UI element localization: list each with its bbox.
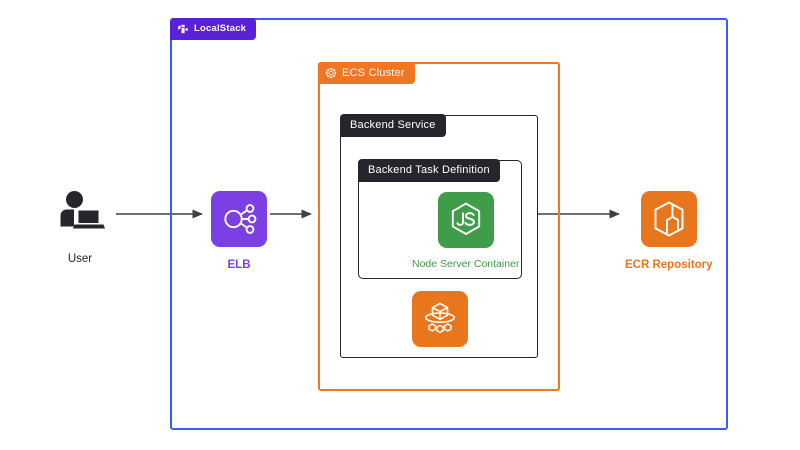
- ecs-cluster-badge-label: ECS Cluster: [342, 66, 405, 79]
- elb-load-balancer-icon: [219, 199, 259, 239]
- backend-service-badge: Backend Service: [340, 114, 446, 137]
- localstack-badge-label: LocalStack: [194, 23, 247, 35]
- node-elb: ELB: [211, 191, 267, 272]
- ecr-repository-label: ECR Repository: [625, 259, 713, 271]
- ecs-cluster-icon: [325, 67, 337, 79]
- nodejs-icon-tile: [437, 192, 494, 248]
- node-server-container-label: Node Server Container: [412, 258, 520, 270]
- elb-label: ELB: [227, 259, 251, 271]
- localstack-badge: LocalStack: [170, 18, 257, 40]
- backend-task-definition-badge-label: Backend Task Definition: [368, 164, 490, 176]
- localstack-boundary: [170, 18, 728, 430]
- ecs-cluster-badge: ECS Cluster: [318, 62, 415, 84]
- ecr-icon-tile: [640, 191, 697, 247]
- node-node-server-container: Node Server Container: [412, 192, 519, 270]
- nodejs-js-hexagon-icon: [446, 200, 486, 240]
- ecr-cube-icon: [648, 198, 690, 240]
- node-user: User: [52, 186, 108, 266]
- user-icon-tile: [52, 186, 108, 242]
- elb-icon-tile: [211, 191, 267, 247]
- user-label: User: [67, 253, 93, 265]
- backend-service-badge-label: Backend Service: [350, 119, 436, 131]
- backend-task-definition-badge: Backend Task Definition: [358, 159, 500, 182]
- ecs-cluster-boundary: [318, 62, 560, 391]
- user-laptop-icon: [52, 186, 108, 242]
- node-ecr-repository: ECR Repository: [625, 191, 713, 272]
- node-ecs-task: [412, 291, 468, 347]
- localstack-logo-icon: [177, 23, 189, 35]
- ecs-task-cubes-icon: [419, 298, 461, 340]
- ecs-task-icon-tile: [412, 291, 468, 347]
